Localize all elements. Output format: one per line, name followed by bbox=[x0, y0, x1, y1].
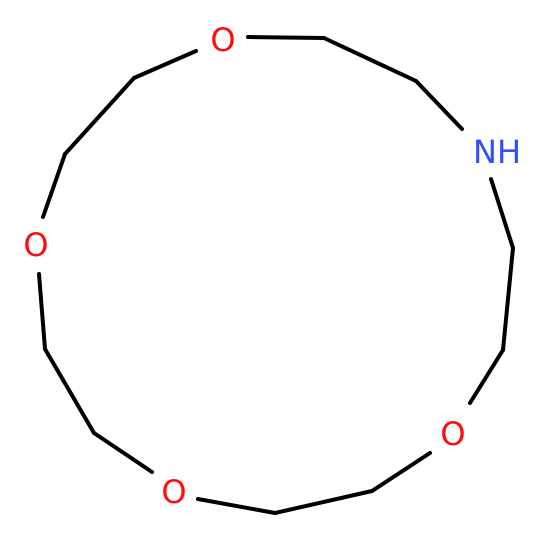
bond bbox=[41, 152, 67, 219]
nitrogen-atom: NH bbox=[473, 133, 521, 171]
oxygen-atom: O bbox=[210, 21, 235, 59]
bond bbox=[92, 431, 154, 474]
bond bbox=[43, 347, 96, 435]
bond bbox=[132, 49, 198, 80]
bond bbox=[322, 36, 418, 83]
bond bbox=[63, 76, 136, 156]
oxygen-atom: O bbox=[440, 415, 465, 453]
bond bbox=[468, 348, 505, 405]
bond bbox=[246, 35, 326, 40]
bonds bbox=[37, 35, 515, 515]
oxygen-atom: O bbox=[23, 226, 48, 264]
bond bbox=[501, 246, 515, 352]
atom-labels: O NH O O O bbox=[23, 21, 521, 511]
bond bbox=[37, 272, 47, 351]
oxygen-atom: O bbox=[161, 473, 186, 511]
bond bbox=[273, 489, 374, 515]
bond bbox=[414, 79, 464, 131]
bond bbox=[489, 177, 515, 250]
bond bbox=[370, 451, 432, 493]
bond bbox=[196, 497, 277, 515]
